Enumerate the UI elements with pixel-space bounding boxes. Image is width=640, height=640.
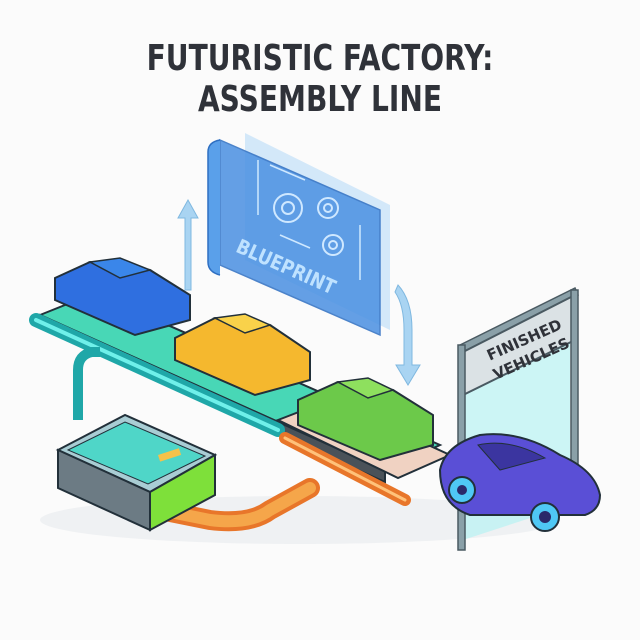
page-title: FUTURISTIC FACTORY: ASSEMBLY LINE xyxy=(146,38,494,120)
gear-icon xyxy=(273,193,344,256)
blueprint-panel: BLUEPRINT xyxy=(207,133,390,337)
vehicle-finished-purple xyxy=(438,433,602,532)
up-arrow-icon xyxy=(177,198,199,291)
vehicle-frame-blue xyxy=(54,257,191,337)
down-arrow-icon xyxy=(394,284,421,386)
vehicle-frame-green xyxy=(297,377,434,462)
vehicle-frame-yellow xyxy=(174,313,311,397)
control-console xyxy=(55,413,218,532)
